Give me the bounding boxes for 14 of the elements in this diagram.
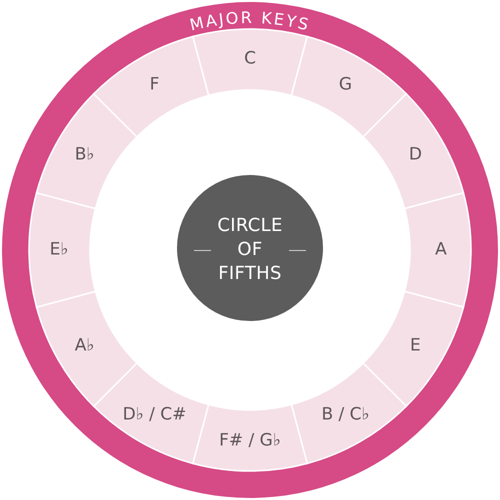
key-name: E [410,336,421,355]
center-title: CIRCLE OF FIFTHS [217,214,283,286]
key-name: C [244,50,256,68]
key-name: F# / G♭ [219,432,281,450]
key-name: D [408,145,422,164]
ring-title: MAJOR KEYS [188,8,312,35]
key-name: E♭ [50,240,68,260]
key-name: G [338,75,352,94]
key-name: A [435,240,447,260]
key-name: F [150,75,160,94]
key-name: B♭ [74,145,94,164]
key-name: A♭ [74,336,94,355]
key-name: B / C♭ [321,406,370,425]
key-name: D♭ / C# [122,406,186,425]
